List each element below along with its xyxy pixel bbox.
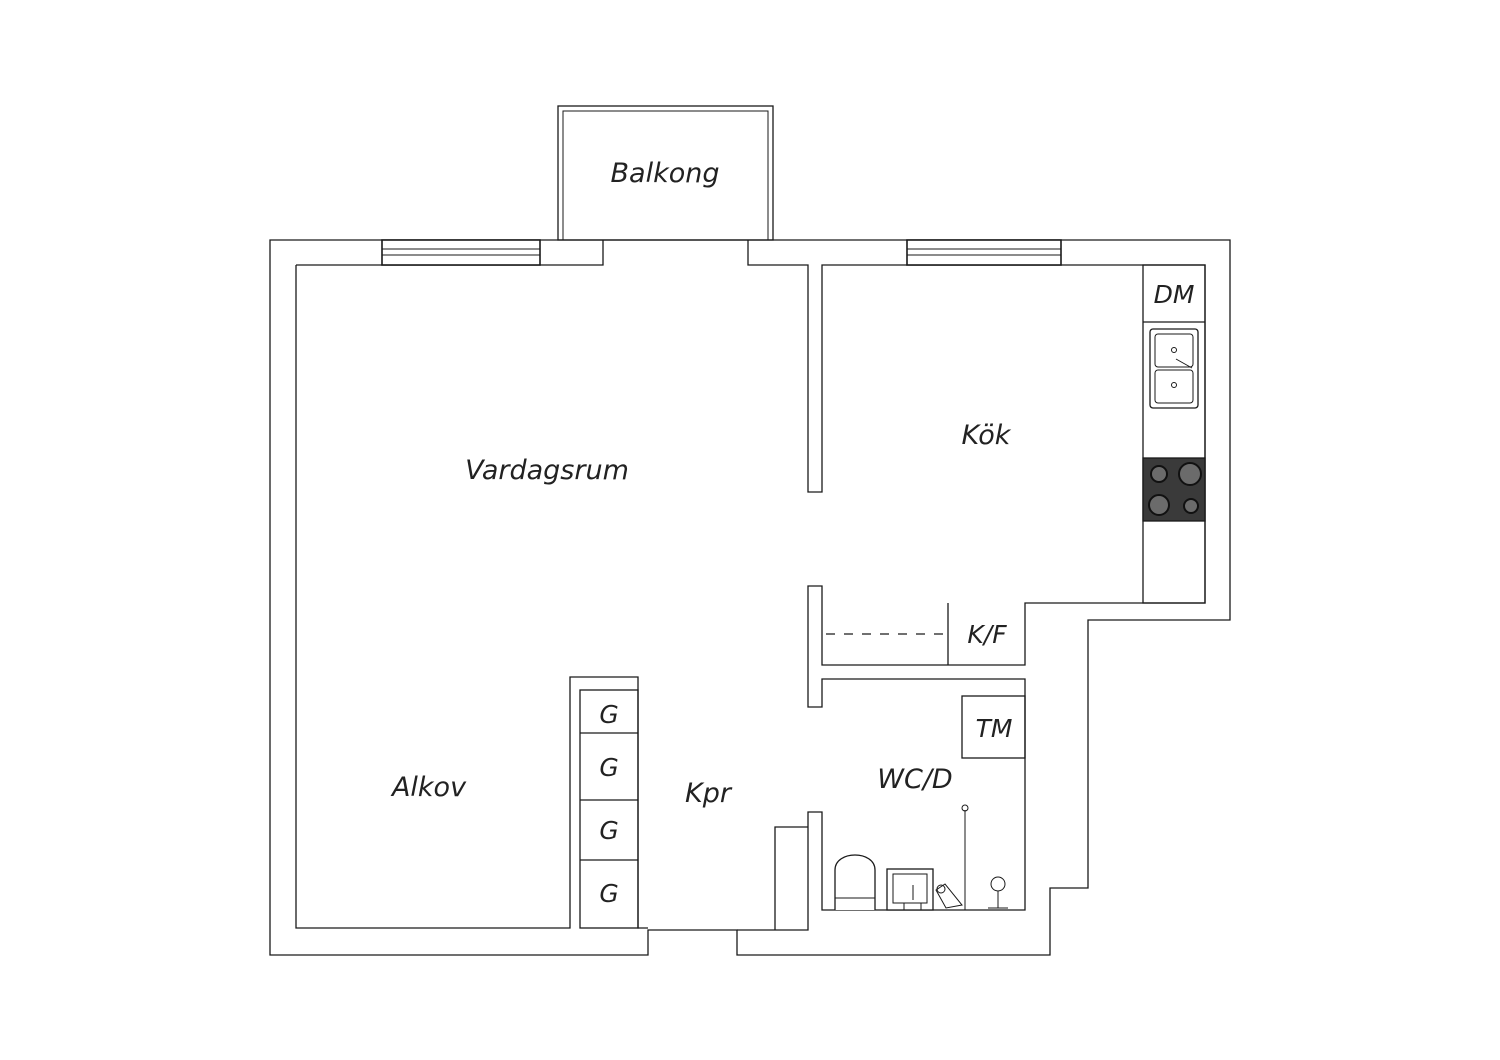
room-label-kok: Kök: [962, 420, 1012, 451]
washbasin-icon: [886, 868, 934, 911]
window-living: [381, 239, 541, 266]
stove-icon: [1142, 457, 1206, 522]
washing-machine-label: TM: [976, 714, 1013, 743]
wardrobe-label: G: [599, 753, 618, 782]
balcony: [557, 105, 774, 241]
room-label-kpr: Kpr: [685, 778, 733, 809]
room-label-wcd: WC/D: [877, 764, 952, 795]
room-label-balkong: Balkong: [611, 158, 720, 189]
sink-icon: [1149, 328, 1199, 409]
room-label-vardagsrum: Vardagsrum: [465, 455, 629, 486]
outer-wall: [269, 239, 1231, 956]
alkov-wall: [295, 265, 648, 929]
fridge-freezer-area: [826, 603, 949, 665]
toilet-icon: [834, 854, 876, 910]
fridge-freezer-label: K/F: [967, 620, 1007, 649]
bathroom: [774, 695, 1026, 930]
room-label-alkov: Alkov: [390, 772, 467, 803]
kitchen-counter: [1142, 264, 1206, 604]
shower-icon: [935, 804, 1008, 910]
window-kitchen: [906, 239, 1062, 266]
wardrobe-label: G: [599, 816, 618, 845]
wardrobe-cabinet: [579, 689, 639, 929]
dishwasher-label: DM: [1154, 280, 1195, 309]
wardrobe-label: G: [599, 700, 618, 729]
inner-wall: [296, 240, 1206, 931]
wardrobe-label: G: [599, 879, 618, 908]
